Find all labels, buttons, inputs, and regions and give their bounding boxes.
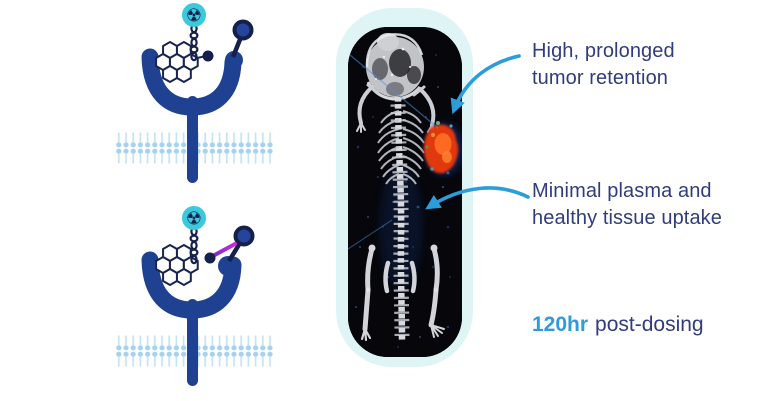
radiation-glyph: ☢	[186, 6, 202, 27]
radiation-icon	[182, 3, 206, 27]
pet-scan-frame	[348, 27, 462, 357]
annotation-line: High, prolonged	[532, 40, 675, 62]
annotation-plasma-uptake: Minimal plasma and healthy tissue uptake	[532, 178, 722, 232]
pet-scan-panel	[336, 8, 473, 367]
skull	[365, 33, 424, 101]
pin-base	[225, 51, 243, 69]
pin-base	[218, 256, 238, 276]
scan-artifact-line	[349, 54, 439, 129]
radiation-icon	[182, 206, 206, 230]
timepoint-label: post-dosing	[595, 313, 704, 336]
pin-head	[233, 225, 255, 247]
linker-chain-icon	[189, 226, 199, 265]
pin-stick	[227, 241, 242, 263]
receptor-unbound-illustration: ☢	[115, 3, 273, 183]
receptor-pocket	[141, 251, 242, 319]
receptor-stem	[187, 96, 198, 183]
warhead-dot	[202, 50, 214, 62]
scan-artifact-line	[348, 219, 393, 250]
annotation-line: Minimal plasma and	[532, 180, 712, 202]
mouse-skeleton	[356, 33, 445, 342]
spine	[394, 96, 406, 342]
annotation-line: tumor retention	[532, 67, 669, 89]
timepoint-value: 120hr	[532, 313, 589, 336]
annotation-line: healthy tissue uptake	[532, 207, 723, 229]
pin-stick	[230, 36, 244, 58]
radiation-glyph: ☢	[186, 209, 202, 230]
mouse-pet-scan-image	[348, 27, 462, 357]
receptor-bound-illustration: ☢	[115, 206, 273, 386]
warhead-dot	[204, 252, 216, 264]
timepoint-caption: 120hr post-dosing	[532, 311, 704, 338]
covalent-bond	[209, 242, 237, 259]
ribcage	[377, 110, 425, 185]
tumor-signal	[423, 121, 462, 175]
pin-head	[232, 19, 254, 41]
receptor-stem	[187, 299, 198, 386]
receptor-pocket	[141, 48, 242, 116]
annotation-tumor-retention: High, prolonged tumor retention	[532, 38, 675, 92]
